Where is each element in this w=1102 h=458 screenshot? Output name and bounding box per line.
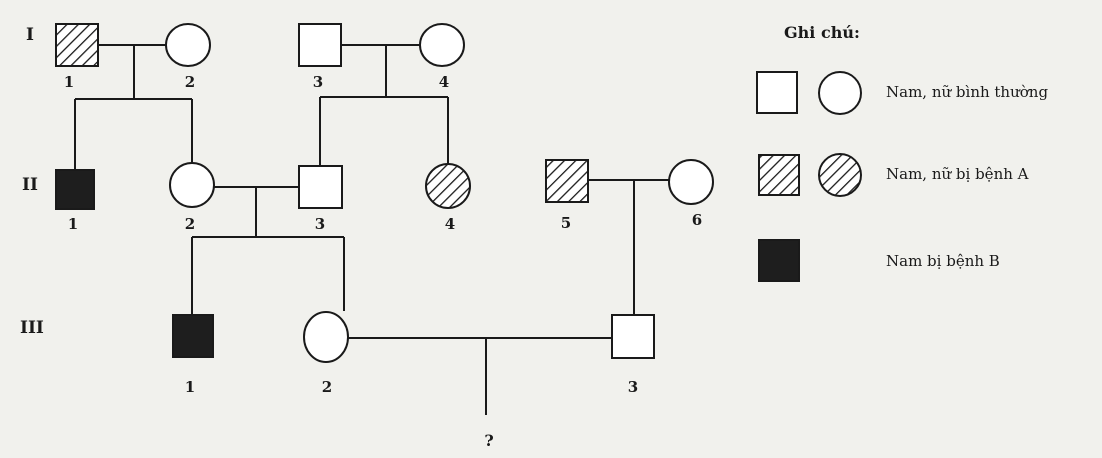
number-II5: 5: [561, 214, 571, 232]
number-I1: 1: [64, 73, 74, 91]
individual-II4-female-disease-a: [425, 163, 471, 209]
number-I2: 2: [185, 73, 195, 91]
individual-II1-male-disease-b: [55, 169, 95, 210]
number-II6: 6: [692, 211, 702, 229]
legend-disease-a-male-symbol: [758, 154, 800, 196]
legend-normal-label: Nam, nữ bình thường: [886, 83, 1048, 101]
legend-title: Ghi chú:: [784, 23, 860, 42]
legend-normal-female-symbol: [818, 71, 862, 115]
number-I3: 3: [313, 73, 323, 91]
individual-I4-female-normal: [419, 23, 465, 67]
individual-III2-female-normal: [303, 311, 349, 363]
legend-disease-b-label: Nam bị bệnh B: [886, 252, 1000, 270]
legend-normal-male-symbol: [756, 71, 798, 114]
individual-II6-female-normal: [668, 159, 714, 205]
number-III2: 2: [322, 378, 332, 396]
unknown-child-marker: ?: [484, 431, 493, 450]
individual-II2-female-normal: [169, 162, 215, 208]
number-II3: 3: [315, 215, 325, 233]
legend-disease-a-female-symbol: [818, 153, 862, 197]
legend-disease-a-label: Nam, nữ bị bệnh A: [886, 165, 1029, 183]
generation-label-I: I: [26, 25, 34, 45]
individual-II3-male-normal: [298, 165, 343, 209]
number-III3: 3: [628, 378, 638, 396]
generation-label-II: II: [22, 175, 38, 195]
individual-III1-male-disease-b: [172, 314, 214, 358]
number-III1: 1: [185, 378, 195, 396]
individual-I2-female-normal: [165, 23, 211, 67]
individual-II5-male-disease-a: [545, 159, 589, 203]
legend-disease-b-male-symbol: [758, 239, 800, 282]
individual-III3-male-normal: [611, 314, 655, 359]
number-II2: 2: [185, 215, 195, 233]
individual-I1-male-disease-a: [55, 23, 99, 67]
number-II1: 1: [68, 215, 78, 233]
individual-I3-male-normal: [298, 23, 342, 67]
number-II4: 4: [445, 215, 455, 233]
number-I4: 4: [439, 73, 449, 91]
generation-label-III: III: [20, 318, 44, 338]
